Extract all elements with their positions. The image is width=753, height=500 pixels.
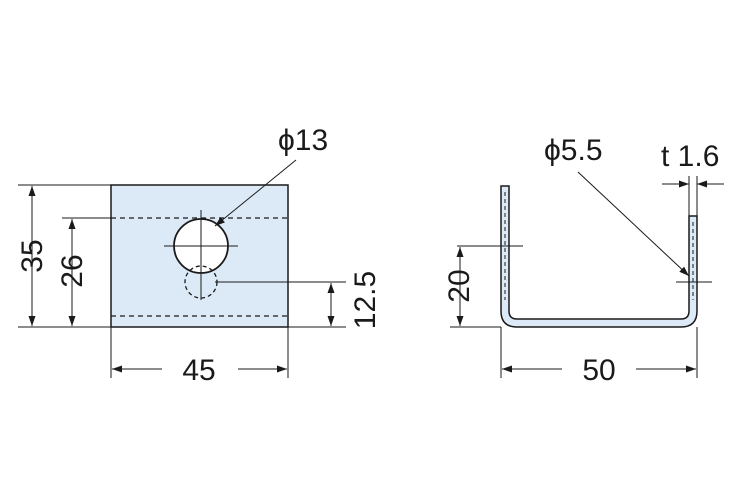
- leader-hole-13: [214, 159, 297, 227]
- label-width-45: 45: [182, 354, 215, 387]
- leader-hole-5-5: [577, 171, 690, 277]
- label-height-35: 35: [16, 239, 49, 272]
- label-inner-height-26: 26: [56, 254, 89, 287]
- label-width-50: 50: [582, 354, 615, 387]
- label-height-20: 20: [443, 269, 476, 302]
- front-view: [18, 159, 346, 378]
- label-hole-5-5: ϕ5.5: [544, 134, 603, 167]
- side-view: [450, 171, 724, 378]
- label-hole-13: ϕ13: [278, 124, 328, 157]
- label-thickness: t 1.6: [661, 140, 719, 173]
- label-hole-offset-12-5: 12.5: [349, 271, 382, 329]
